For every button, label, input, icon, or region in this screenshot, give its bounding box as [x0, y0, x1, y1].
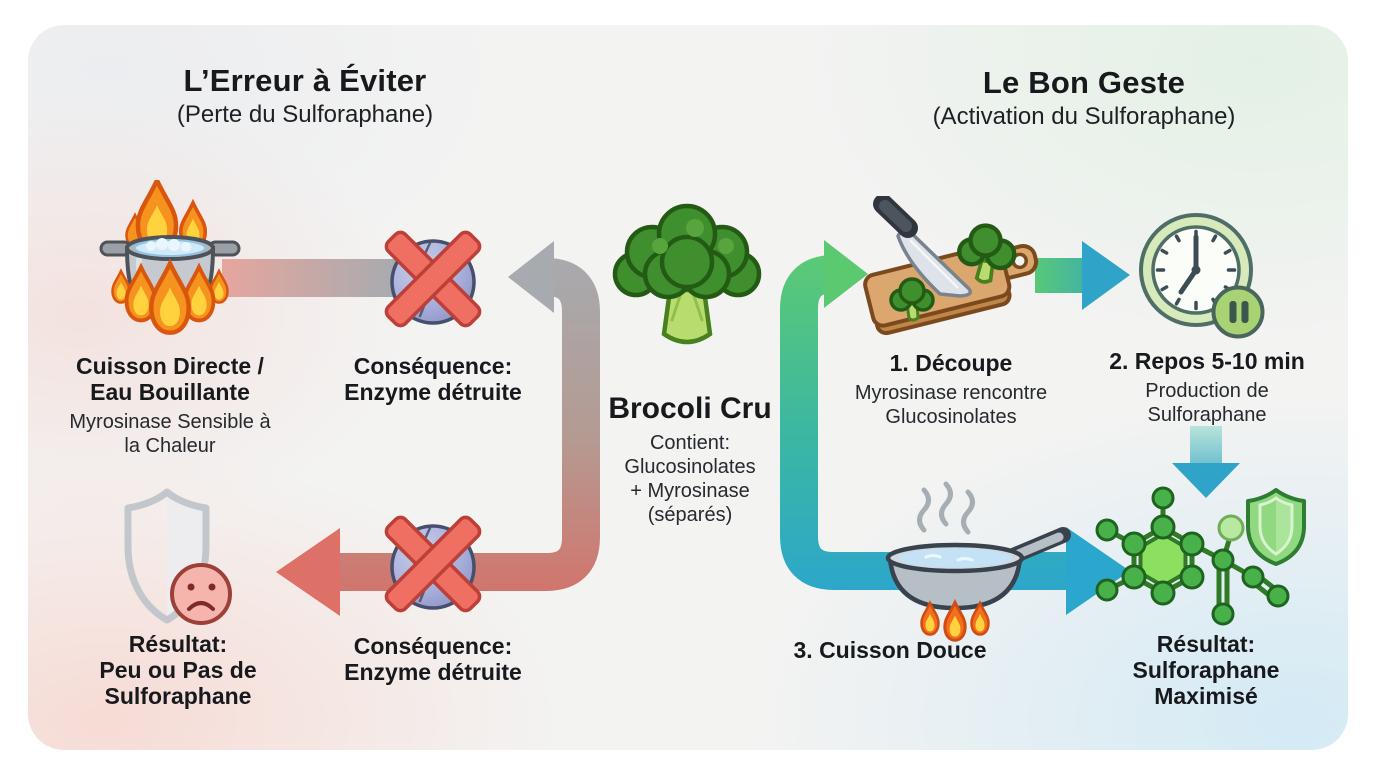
step2-note-line2: Sulforaphane — [1147, 404, 1267, 426]
flame-icon — [111, 258, 229, 335]
consequence-top-label: Conséquence: Enzyme détruite — [303, 353, 563, 405]
arrow-repos-down-to-result — [1172, 426, 1240, 498]
broccoli-florets — [612, 203, 762, 300]
steam-icon — [917, 481, 975, 535]
left-result-line1: Résultat: — [128, 631, 228, 657]
right-result-line2: Sulforaphane — [1132, 657, 1280, 683]
consequence-bottom-line2: Enzyme détruite — [344, 659, 522, 685]
knife-icon — [873, 196, 973, 298]
broccoli-stalk — [661, 287, 713, 345]
boiling-label-line2: Eau Bouillante — [90, 379, 250, 405]
broccoli-piece — [889, 277, 935, 322]
right-result-line1: Résultat: — [1156, 631, 1256, 657]
molecule-light-atom — [1217, 514, 1245, 542]
right-result-label: Résultat: Sulforaphane Maximisé — [1086, 631, 1326, 709]
brocoli-cru-block: Brocoli Cru Contient: Glucosinolates + M… — [590, 392, 790, 527]
right-panel-subtitle: (Activation du Sulforaphane) — [932, 103, 1236, 130]
broccoli-icon — [612, 203, 762, 345]
step3-title: 3. Cuisson Douce — [793, 637, 987, 663]
step1-label: 1. Découpe Myrosinase rencontre Glucosin… — [831, 350, 1071, 429]
sad-face-icon — [170, 563, 232, 625]
right-bottom-arrowhead — [1066, 527, 1130, 615]
destroyed-enzyme-icon — [384, 230, 482, 328]
sulforaphane-molecule-icon — [1095, 486, 1290, 626]
brocoli-note-line4: (séparés) — [647, 504, 733, 526]
steam-pan-icon — [885, 481, 1071, 642]
step1-note-line1: Myrosinase rencontre — [854, 382, 1048, 404]
brocoli-note-line1: Contient: — [649, 432, 731, 454]
consequence-top-line2: Enzyme détruite — [344, 379, 522, 405]
consequence-bottom-line1: Conséquence: — [353, 633, 513, 659]
arrow-brocoli-to-left-consequences — [276, 241, 600, 616]
molecule-atoms — [1095, 486, 1290, 626]
right-panel-title: Le Bon Geste — [982, 65, 1186, 100]
brocoli-cru-title: Brocoli Cru — [608, 392, 772, 425]
left-panel-header: L’Erreur à Éviter (Perte du Sulforaphane… — [105, 62, 505, 130]
brocoli-note-line2: Glucosinolates — [624, 456, 756, 478]
step3-label: 3. Cuisson Douce — [770, 637, 1010, 663]
rest-clock-icon — [1139, 213, 1265, 339]
step1-note-line2: Glucosinolates — [885, 406, 1017, 428]
arrow-pot-to-enzyme — [222, 259, 397, 297]
boiling-note-line1: Myrosinase Sensible à — [69, 411, 271, 433]
step2-title: 2. Repos 5-10 min — [1109, 348, 1305, 374]
floret-highlights — [652, 219, 734, 254]
left-panel-title: L’Erreur à Éviter — [183, 63, 427, 98]
pause-icon — [1211, 285, 1265, 339]
boiling-note-line2: la Chaleur — [124, 435, 216, 457]
left-result-label: Résultat: Peu ou Pas de Sulforaphane — [48, 631, 308, 709]
pan-water — [898, 548, 1012, 568]
boiling-pot-icon — [99, 180, 241, 335]
infographic-card — [28, 25, 1348, 750]
step2-note-line1: Production de — [1145, 380, 1269, 402]
arrow-brocoli-to-right-steps — [780, 240, 1130, 615]
consequence-top-line1: Conséquence: — [353, 353, 513, 379]
boiling-label-line1: Cuisson Directe / — [76, 353, 264, 379]
step2-label: 2. Repos 5-10 min Production de Sulforap… — [1087, 348, 1327, 427]
shield-outline — [124, 488, 210, 624]
boiling-step-label: Cuisson Directe / Eau Bouillante Myrosin… — [40, 353, 300, 458]
right-panel-header: Le Bon Geste (Activation du Sulforaphane… — [884, 64, 1284, 132]
right-top-arrowhead — [824, 240, 868, 308]
flame-icon — [920, 598, 990, 642]
arrow-decoupe-to-repos — [1035, 241, 1130, 310]
step1-title: 1. Découpe — [889, 350, 1013, 376]
right-result-line3: Maximisé — [1154, 683, 1258, 709]
protect-shield-icon — [1246, 488, 1306, 566]
left-result-line2: Peu ou Pas de — [99, 657, 257, 683]
left-panel-subtitle: (Perte du Sulforaphane) — [176, 101, 434, 128]
failed-shield-icon — [124, 488, 232, 625]
broccoli-piece — [957, 223, 1017, 284]
red-x-icon — [384, 230, 482, 328]
red-x-icon — [384, 515, 482, 613]
cutting-board-icon — [863, 196, 1039, 336]
left-bottom-arrowhead — [276, 528, 340, 616]
left-result-line3: Sulforaphane — [104, 683, 252, 709]
brocoli-note-line3: + Myrosinase — [630, 480, 750, 502]
molecule-ring-center — [1138, 532, 1188, 588]
destroyed-enzyme-icon — [384, 515, 482, 613]
left-top-arrowhead — [508, 241, 554, 313]
consequence-bottom-label: Conséquence: Enzyme détruite — [303, 633, 563, 685]
